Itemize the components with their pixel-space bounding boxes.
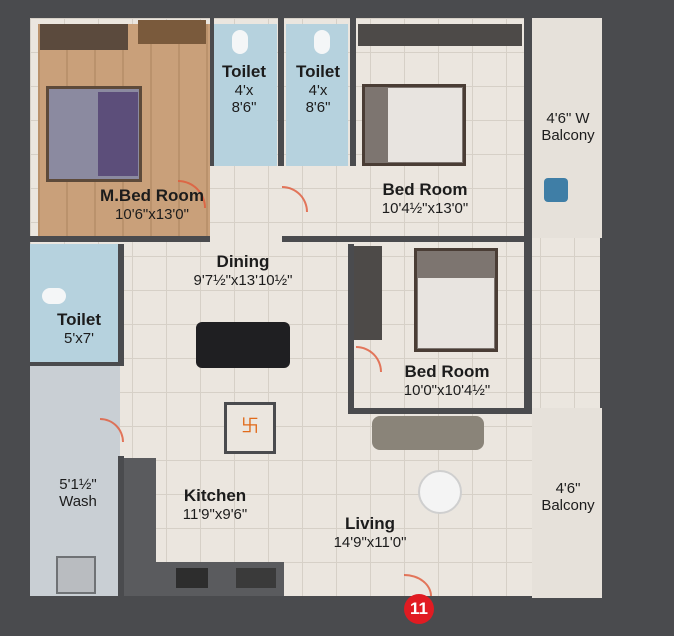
wall [30,362,124,366]
balcony-w-chair [544,178,568,202]
wash-line1: 5'1½" [59,476,97,493]
wall [278,18,284,166]
balcony-w-floor [532,18,602,238]
wall [524,18,532,412]
bedroom-2-label: Bed Room 10'0"x10'4½" [372,362,522,399]
wall [210,18,214,166]
toilet-3-dims: 5'x7' [64,329,94,347]
balcony-e-line2: Balcony [541,497,595,515]
toilet-2-dims-a: 4'x [308,81,328,99]
toilet-1-dims-a: 4'x [234,81,254,99]
living-label: Living 14'9"x11'0" [300,514,440,551]
wash-label: 5'1½" Wash [36,476,120,511]
wardrobe [40,24,128,50]
sofa [372,416,484,450]
wall [30,236,210,242]
pooja-room [224,402,276,454]
washing-machine [56,556,96,594]
master-bedroom-name: M.Bed Room [100,186,204,205]
bedroom-1-sheet [388,88,462,162]
toilet-2-name: Toilet [295,62,341,81]
pooja-symbol: 卐 [241,416,259,436]
dining-label: Dining 9'7½"x13'10½" [168,252,318,289]
balcony-e-floor [532,408,602,598]
toilet-3-label: Toilet 5'x7' [36,310,122,347]
unit-number-badge: 11 [404,594,434,624]
bedroom-2-dims: 10'0"x10'4½" [403,381,491,399]
kitchen-name: Kitchen [183,486,247,505]
living-dims: 14'9"x11'0" [333,533,407,551]
balcony-w-line1: 4'6" W [546,110,590,127]
wash-line2: Wash [59,493,97,511]
bedroom-1-label: Bed Room 10'4½"x13'0" [350,180,500,217]
sink [236,568,276,588]
master-bedroom-dims: 10'6"x13'0" [115,205,189,223]
wall [348,244,354,412]
toilet-3-floor [30,244,118,362]
kitchen-dims: 11'9"x9'6" [182,505,248,523]
wall [350,18,356,166]
living-name: Living [344,514,396,533]
toilet-3-wc [42,288,66,304]
toilet-1-dims-b: 8'6" [231,98,257,116]
master-bed-blanket [98,92,138,176]
dining-table [196,322,290,368]
bedroom-2-sheet [418,278,494,348]
dining-dims: 9'7½"x13'10½" [193,271,293,289]
master-bedroom-label: M.Bed Room 10'6"x13'0" [82,186,222,223]
toilet-2-label: Toilet 4'x 8'6" [284,62,352,116]
toilet-1-name: Toilet [221,62,267,81]
wall [118,244,124,366]
wall [348,408,532,414]
kitchen-label: Kitchen 11'9"x9'6" [150,486,280,523]
toilet-1-wc [232,30,248,54]
toilet-1-label: Toilet 4'x 8'6" [210,62,278,116]
balcony-e-label: 4'6" Balcony [530,480,606,515]
dining-name: Dining [216,252,270,271]
desk [138,20,206,44]
wall [118,456,124,596]
balcony-e-line1: 4'6" [555,480,581,497]
coffee-table [418,470,462,514]
bedroom-1-wardrobe [358,24,522,46]
wall [282,236,532,242]
bedroom-1-dims: 10'4½"x13'0" [381,199,469,217]
toilet-2-dims-b: 8'6" [305,98,331,116]
bedroom-2-wardrobe [354,246,382,340]
balcony-w-label: 4'6" W Balcony [530,110,606,145]
toilet-2-wc [314,30,330,54]
balcony-w-line2: Balcony [541,127,595,145]
toilet-3-name: Toilet [56,310,102,329]
bedroom-2-name: Bed Room [404,362,490,381]
bedroom-1-name: Bed Room [382,180,468,199]
stove [176,568,208,588]
